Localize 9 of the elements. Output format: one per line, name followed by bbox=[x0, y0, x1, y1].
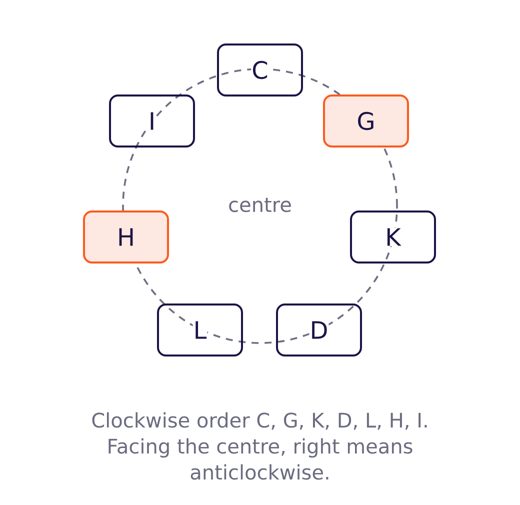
seat-box: C bbox=[217, 44, 303, 96]
caption: Clockwise order C, G, K, D, L, H, I. Facing the centre, right means anticlockwise. bbox=[92, 412, 427, 480]
seat-box: I bbox=[109, 94, 195, 148]
centre-label: centre bbox=[229, 198, 291, 212]
seat-box: L bbox=[157, 304, 243, 356]
highlighted-box: G bbox=[323, 94, 409, 148]
seat-box: K bbox=[350, 210, 436, 264]
highlighted-box: H bbox=[83, 210, 169, 264]
seat-box: D bbox=[276, 304, 362, 356]
